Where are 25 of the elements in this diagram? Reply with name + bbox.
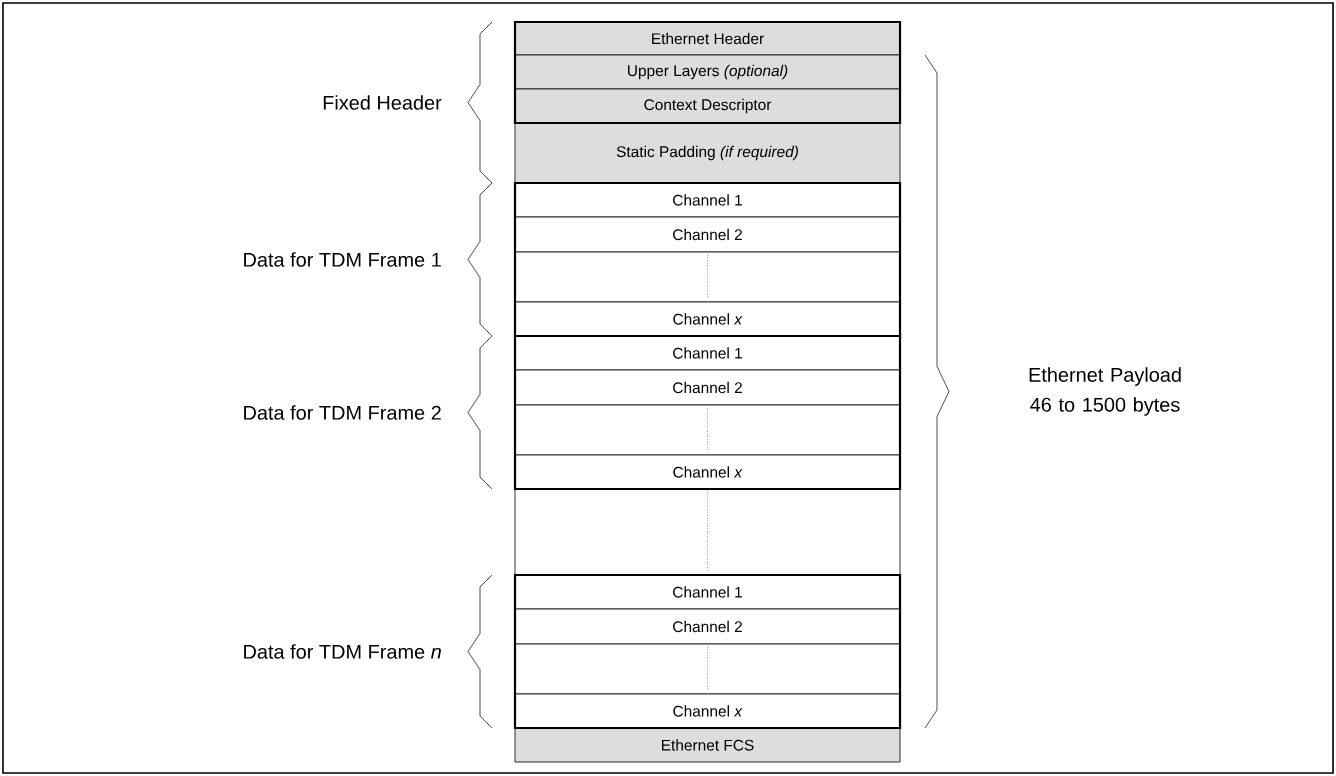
field-row: Channel 1 xyxy=(514,182,901,218)
field-row: Ethernet FCS xyxy=(514,727,901,763)
field-row: Channel x xyxy=(514,301,901,337)
ellipsis-row xyxy=(514,251,901,303)
brace-label: Fixed Header xyxy=(323,95,442,110)
field-row: Channel 1 xyxy=(514,574,901,610)
brace-label: Data for TDM Frame n xyxy=(244,644,441,659)
field-row: Static Padding (if required) xyxy=(514,122,901,184)
field-row: Channel 2 xyxy=(514,608,901,645)
brace-label: Data for TDM Frame 1 xyxy=(244,252,441,267)
field-row: Channel 1 xyxy=(514,335,901,371)
frame-group-box xyxy=(513,20,902,125)
field-row: Upper Layers (optional) xyxy=(514,54,901,90)
field-row: Context Descriptor xyxy=(514,88,901,124)
field-row: Channel 2 xyxy=(514,216,901,253)
ellipsis-row xyxy=(514,643,901,695)
field-row: Channel x xyxy=(514,454,901,490)
brace-label: Data for TDM Frame 2 xyxy=(244,405,441,420)
brace-label: Ethernet Payload 46 to 1500 bytes xyxy=(1029,367,1181,416)
ellipsis-row xyxy=(514,404,901,456)
frame-group-box xyxy=(513,334,902,491)
frame-group-box xyxy=(513,181,902,338)
frame-group-box xyxy=(513,573,902,730)
field-row: Channel x xyxy=(514,693,901,729)
field-row: Channel 2 xyxy=(514,369,901,406)
